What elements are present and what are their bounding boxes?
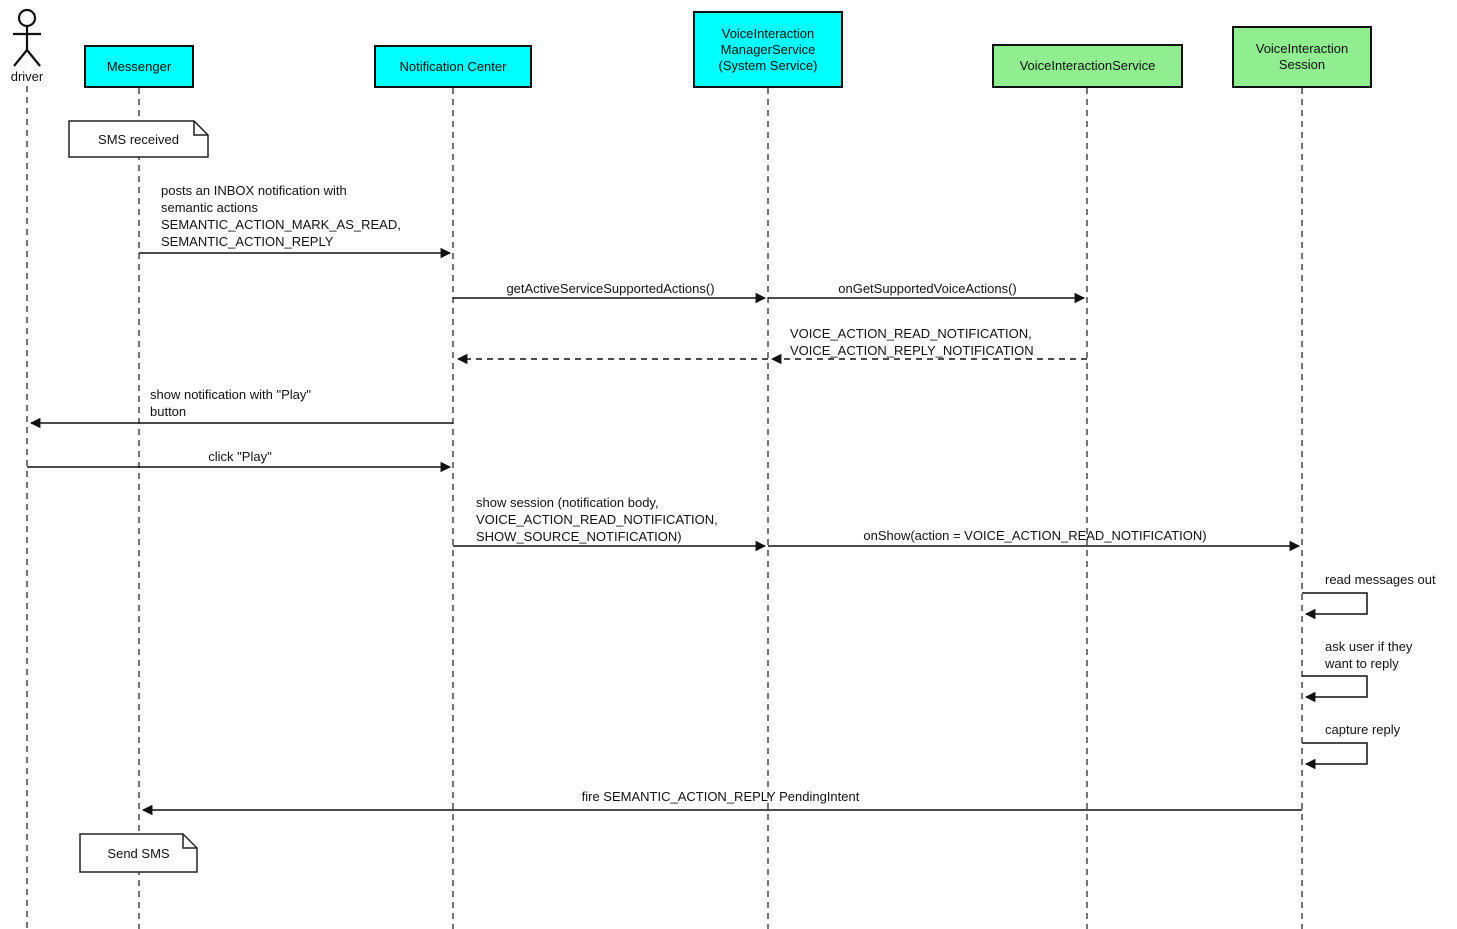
participant-voiceinteraction-session: VoiceInteraction Session — [1232, 26, 1372, 88]
message-get-active-service-supported-actions: getActiveServiceSupportedActions() — [506, 281, 715, 296]
participant-messenger: Messenger — [84, 45, 194, 88]
note-send-sms-fold — [182, 834, 197, 849]
message-click-play: click "Play" — [208, 449, 272, 464]
participant-notification-center: Notification Center — [374, 45, 532, 88]
message-capture-reply: capture reply — [1325, 722, 1401, 737]
note-send-sms: Send SMS — [107, 845, 170, 861]
note-sms-received: SMS received — [98, 131, 179, 147]
self-loop-read-messages-out — [1302, 592, 1368, 620]
participant-voiceinteractionservice: VoiceInteractionService — [992, 44, 1183, 88]
actor-driver-label: driver — [10, 69, 44, 84]
message-on-get-supported-voice-actions: onGetSupportedVoiceActions() — [838, 281, 1017, 296]
message-fire-semantic-action-reply: fire SEMANTIC_ACTION_REPLY PendingIntent — [581, 789, 860, 804]
message-show-notification-play: show notification with "Play" button — [150, 387, 311, 419]
note-sms-received-shape — [68, 120, 209, 158]
message-show-session: show session (notification body, VOICE_A… — [476, 495, 718, 544]
self-loop-capture-reply — [1302, 742, 1368, 770]
message-on-show: onShow(action = VOICE_ACTION_READ_NOTIFI… — [863, 528, 1207, 543]
message-ask-user-reply: ask user if they want to reply — [1325, 639, 1413, 671]
message-posts-inbox-notification: posts an INBOX notification with semanti… — [161, 183, 401, 249]
note-sms-received-fold — [193, 121, 208, 136]
self-loop-ask-user-reply — [1302, 675, 1368, 703]
message-read-messages-out: read messages out — [1325, 572, 1436, 587]
note-send-sms-shape — [79, 833, 198, 873]
participant-voiceinteraction-managerservice: VoiceInteraction ManagerService (System … — [693, 11, 843, 88]
actor-driver-icon — [13, 8, 41, 67]
message-return-voice-actions: VOICE_ACTION_READ_NOTIFICATION, VOICE_AC… — [790, 326, 1034, 358]
